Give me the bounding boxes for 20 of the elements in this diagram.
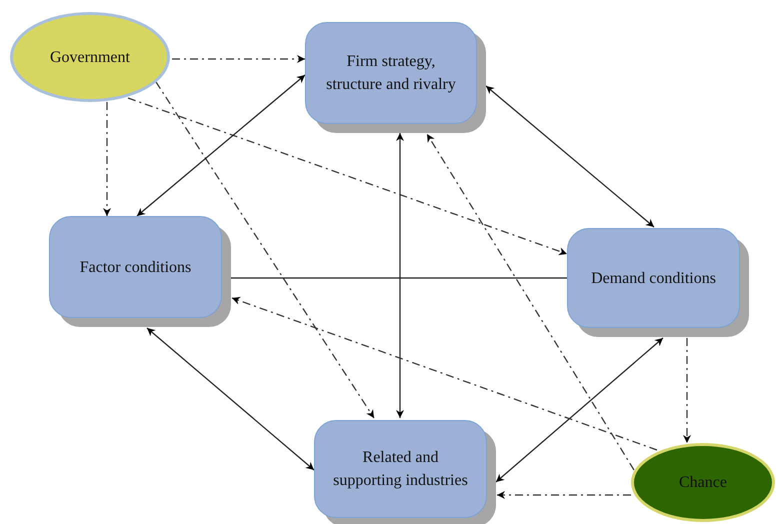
arrow [396, 133, 404, 418]
arrow [146, 328, 314, 470]
connector-line [231, 277, 567, 279]
node-label: Related and supporting industries [332, 448, 469, 491]
dash-dot-arrow [172, 55, 305, 63]
arrow [486, 86, 654, 228]
dash-dot-arrow [497, 491, 631, 499]
arrow [496, 338, 664, 482]
node-label: Factor conditions [80, 258, 192, 278]
dash-dot-arrow [128, 97, 568, 256]
node-label: Demand conditions [591, 268, 716, 288]
node-label: Chance [679, 473, 727, 493]
node-label: Government [50, 48, 130, 68]
dash-dot-arrow [232, 296, 658, 451]
node-label: Firm strategy, structure and rivalry [325, 52, 457, 95]
dash-dot-arrow [156, 82, 374, 418]
dash-dot-arrow [683, 338, 691, 443]
dash-dot-arrow [103, 102, 111, 216]
arrow [136, 74, 306, 216]
dash-dot-arrow [426, 134, 635, 470]
